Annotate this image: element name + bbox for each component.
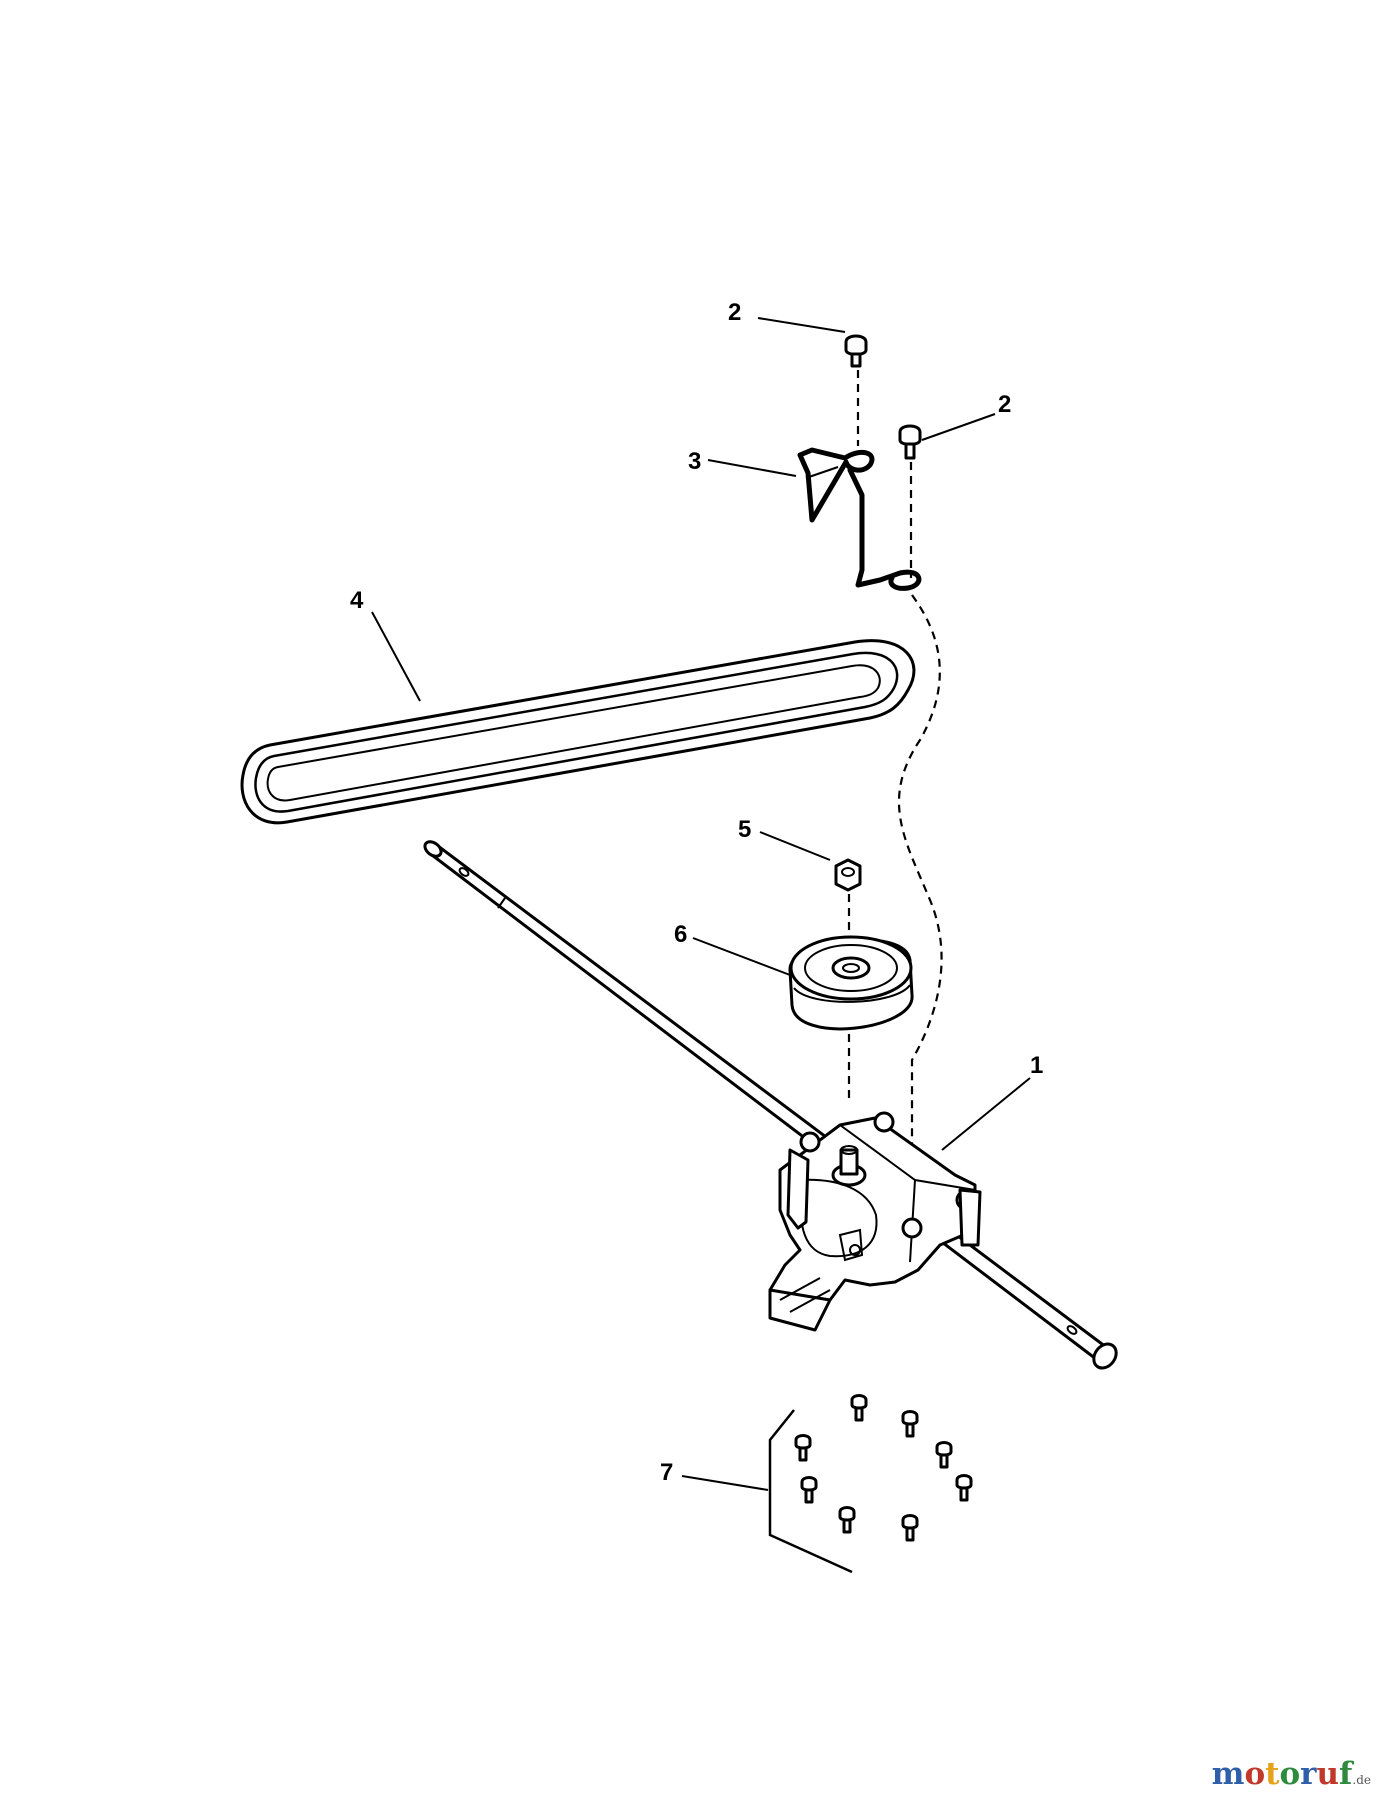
callout-4: 4 (350, 587, 364, 614)
watermark-letter: m (1211, 1756, 1245, 1792)
leader-1 (941, 1077, 1031, 1151)
callout-2b: 2 (998, 391, 1011, 418)
watermark-letter: f (1339, 1756, 1353, 1792)
bolt-set (768, 1394, 973, 1574)
leader-5 (759, 831, 831, 861)
callout-3: 3 (688, 448, 701, 475)
callout-5: 5 (738, 816, 751, 843)
watermark-suffix: .de (1352, 1773, 1371, 1787)
hex-nut (834, 858, 862, 1100)
watermark-letter: o (1279, 1756, 1301, 1792)
leader-2b (921, 413, 996, 441)
gearbox (768, 1111, 982, 1332)
callout-7: 7 (660, 1459, 673, 1486)
callout-6: 6 (674, 921, 687, 948)
wire-bracket (797, 447, 922, 591)
leader-3 (707, 459, 797, 477)
callout-2a: 2 (728, 299, 741, 326)
leader-2a (757, 317, 846, 333)
leader-7 (681, 1475, 769, 1491)
watermark-letter: r (1300, 1756, 1317, 1792)
bolt-top (844, 334, 868, 446)
watermark-logo-text: motoruf (1212, 1756, 1353, 1792)
watermark-letter: u (1316, 1756, 1340, 1792)
watermark-letter: t (1265, 1756, 1280, 1792)
watermark-letter: o (1244, 1756, 1266, 1792)
pulley (788, 935, 914, 1031)
leader-4 (371, 611, 421, 702)
motoruf-watermark: motoruf.de (1212, 1756, 1371, 1792)
bolt-right (898, 424, 922, 578)
callout-1: 1 (1030, 1052, 1043, 1079)
leader-6 (692, 937, 791, 976)
drive-belt (240, 639, 916, 825)
